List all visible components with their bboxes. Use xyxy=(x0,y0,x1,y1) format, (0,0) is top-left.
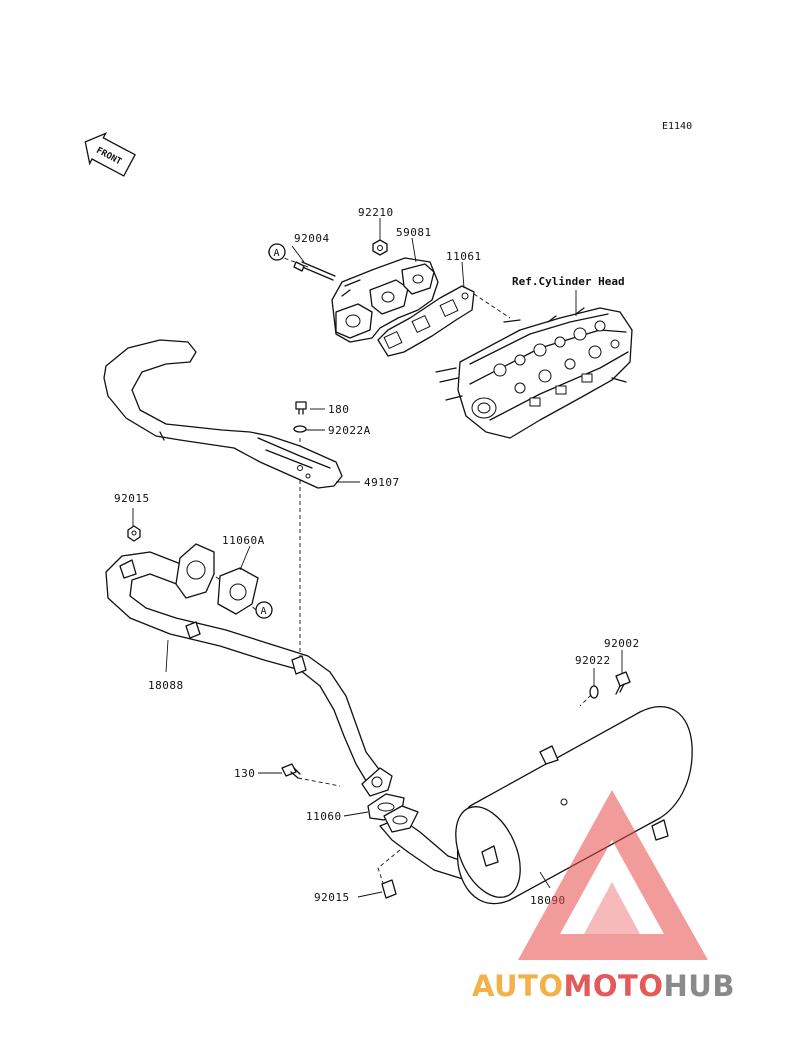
bolt-92002 xyxy=(615,671,631,695)
label-92004: 92004 xyxy=(294,232,330,245)
nut-92015-top xyxy=(127,525,141,542)
label-130: 130 xyxy=(234,767,255,780)
label-92210: 92210 xyxy=(358,206,394,219)
washer-92022a xyxy=(293,425,307,433)
label-92022a: 92022A xyxy=(328,424,371,437)
label-92015-top: 92015 xyxy=(114,492,150,505)
watermark-logo-icon xyxy=(518,790,708,960)
label-11060: 11060 xyxy=(306,810,342,823)
stud-bolt xyxy=(293,261,336,281)
label-180: 180 xyxy=(328,403,349,416)
diagram-code: E1140 xyxy=(662,121,692,132)
label-59081: 59081 xyxy=(396,226,432,239)
label-92015-bottom: 92015 xyxy=(314,891,350,904)
ref-marker-a-top: A xyxy=(268,243,286,261)
front-arrow-icon: FRONT xyxy=(84,132,136,177)
ref-marker-a-bottom: A xyxy=(255,601,273,619)
svg-text:A: A xyxy=(261,606,267,617)
label-92002: 92002 xyxy=(604,637,640,650)
bracket xyxy=(103,339,343,489)
watermark-text: AUTOMOTOHUB xyxy=(472,969,735,1003)
bolt-180 xyxy=(295,401,307,415)
cylinder-head xyxy=(435,307,633,439)
manifold-gasket xyxy=(377,285,475,357)
bolt-130 xyxy=(281,763,301,779)
label-18088: 18088 xyxy=(148,679,184,692)
label-49107: 49107 xyxy=(364,476,400,489)
washer-92022 xyxy=(589,685,599,699)
nut-92210 xyxy=(372,239,388,256)
svg-text:A: A xyxy=(274,248,280,259)
exhaust-pipe xyxy=(105,543,393,797)
leader-lines xyxy=(132,218,623,898)
label-11061: 11061 xyxy=(446,250,482,263)
label-reference: Ref.Cylinder Head xyxy=(512,275,625,288)
muffler xyxy=(379,706,693,905)
label-92022: 92022 xyxy=(575,654,611,667)
gasket-11060a xyxy=(217,567,259,615)
exhaust-manifold xyxy=(331,257,439,343)
label-11060a: 11060A xyxy=(222,534,265,547)
